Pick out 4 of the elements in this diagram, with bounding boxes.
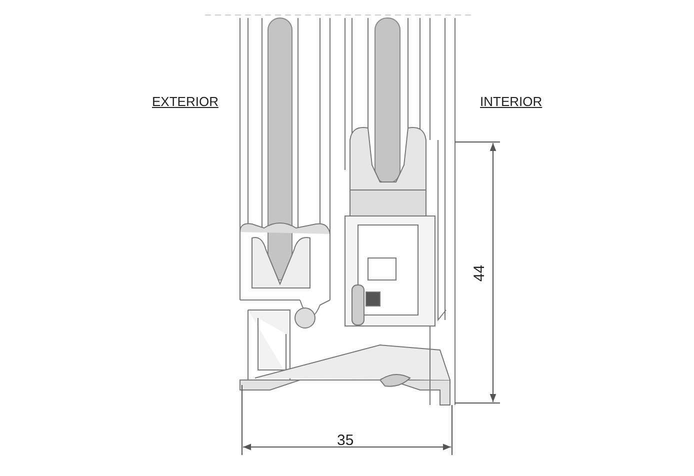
side-label: INTERIOR (480, 93, 542, 111)
dimension-value: 35 (337, 431, 354, 451)
side-label: EXTERIOR (152, 93, 218, 111)
dimension-value: 44 (470, 264, 490, 282)
